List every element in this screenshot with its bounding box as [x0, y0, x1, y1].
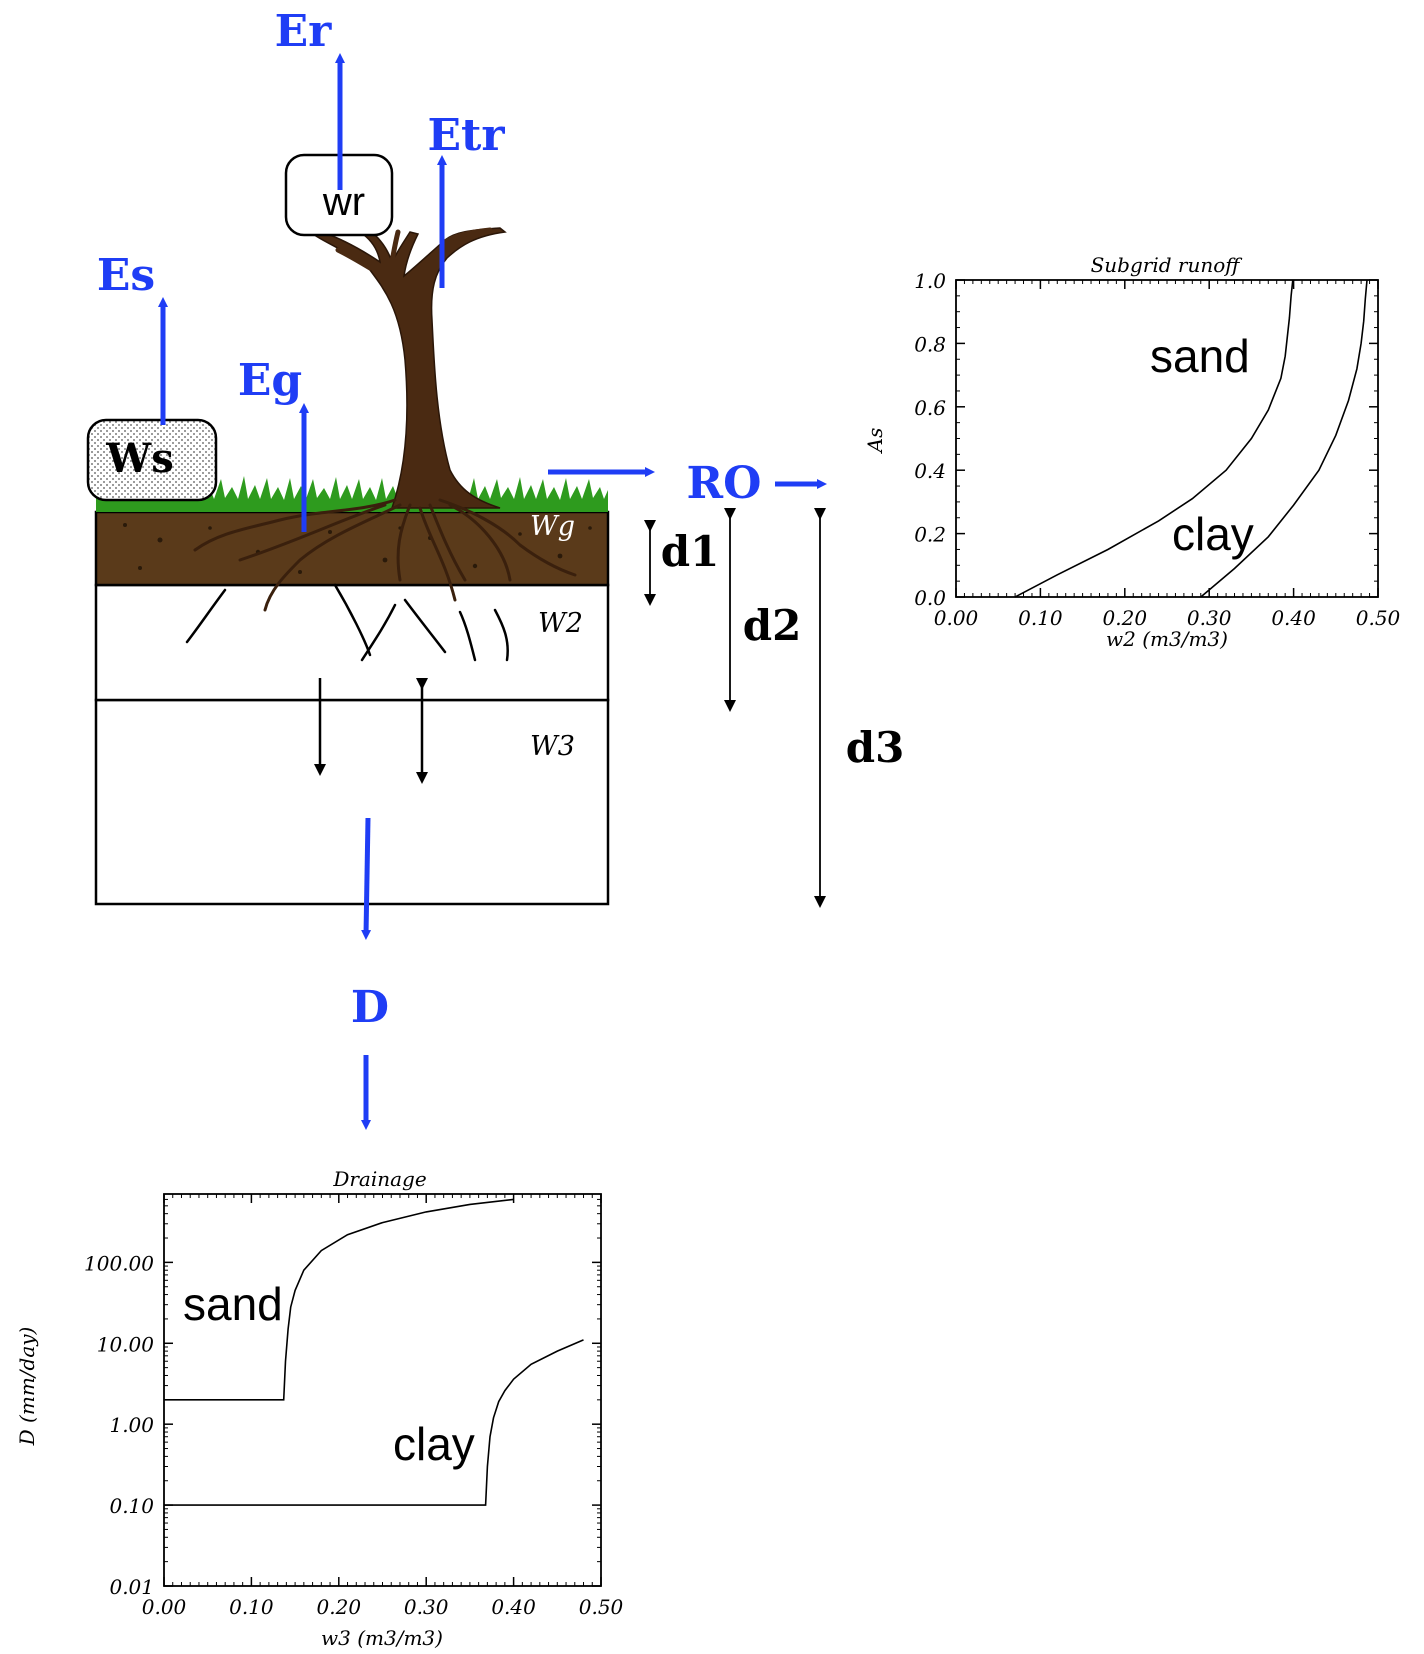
interception-reservoir: wr: [284, 153, 394, 237]
chart1-xtick-label: 0.00: [934, 606, 979, 630]
chart1-ytick-label: 0.8: [914, 332, 946, 356]
chart1-lines: [1014, 279, 1368, 598]
er-label: Er: [275, 6, 333, 57]
chart1-title: Subgrid runoff: [1091, 253, 1244, 277]
chart2-xtick-label: 0.10: [229, 1595, 274, 1619]
chart2-ytick-label: 0.01: [109, 1575, 154, 1599]
chart1-xtick-label: 0.20: [1103, 606, 1148, 630]
flux-arrows: [158, 53, 827, 1130]
ws-label: Ws: [105, 435, 173, 482]
soil-exchange-arrows: [314, 678, 428, 784]
tree: [185, 227, 577, 662]
chart1-xtick-label: 0.50: [1356, 606, 1401, 630]
chart2-ylabel: D (mm/day): [15, 1327, 39, 1447]
chart2-series-0: [164, 1198, 514, 1401]
chart1-xlabel: w2 (m3/m3): [1106, 627, 1228, 651]
tree-trunk: [314, 227, 507, 509]
chart1-ytick-label: 0.4: [914, 459, 946, 483]
d3-label: d3: [846, 723, 905, 772]
chart1-series-0: [1014, 279, 1294, 598]
chart2-xtick-label: 0.00: [142, 1595, 187, 1619]
chart2-lines: [164, 1198, 584, 1506]
chart2-ytick-label: 10.00: [97, 1332, 155, 1356]
es-label: Es: [97, 250, 155, 301]
deep-roots: [185, 583, 509, 662]
chart1-series-1: [1200, 279, 1368, 598]
chart2-title: Drainage: [332, 1167, 426, 1191]
wg-label: Wg: [530, 511, 575, 542]
chart2-frame: [163, 1193, 602, 1587]
chart2-xtick-label: 0.40: [491, 1595, 536, 1619]
tree-branches: [335, 227, 493, 271]
d2-label: d2: [743, 601, 802, 650]
snow-reservoir: Ws: [86, 418, 218, 502]
eg-label: Eg: [238, 355, 302, 406]
layer-w3: [94, 698, 610, 906]
chart1-ytick-label: 0.2: [914, 523, 946, 547]
chart2-series-1: [164, 1339, 584, 1506]
layer-w2: [94, 583, 610, 702]
chart2-ytick-label: 0.10: [109, 1494, 154, 1518]
ro-label: RO: [687, 458, 762, 509]
chart1-frame: [955, 279, 1379, 598]
chart2-sand-label: sand: [183, 1278, 283, 1330]
chart2-clay-label: clay: [393, 1418, 475, 1470]
d-label: D: [351, 982, 389, 1033]
chart1-ticks: 0.00 0.10 0.20 0.30 0.40 0.50 0.0 0.2 0.4 0.6 0.8 1…: [914, 269, 1400, 630]
wr-label: wr: [322, 180, 365, 224]
tree-roots: [193, 498, 577, 612]
chart1-ytick-label: 0.6: [914, 396, 946, 420]
chart1-xtick-label: 0.30: [1187, 606, 1232, 630]
chart1-sand-label: sand: [1150, 330, 1250, 382]
chart2-xtick-label: 0.20: [317, 1595, 362, 1619]
chart2-xtick-label: 0.50: [579, 1595, 624, 1619]
chart1-ytick-label: 1.0: [914, 269, 946, 293]
w2-label: W2: [538, 608, 583, 639]
drainage-arrow-1: [361, 817, 372, 940]
chart1-ylabel: As: [863, 428, 887, 455]
w3-label: W3: [530, 731, 575, 762]
etr-label: Etr: [427, 110, 505, 161]
chart2-ytick-label: 100.00: [84, 1251, 154, 1275]
chart-drainage: Drainage 0.00 0.10 0.20 0.30 0.40 0.50 0.01 0.1…: [15, 1167, 624, 1650]
chart1-clay-label: clay: [1172, 508, 1254, 560]
chart1-xtick-label: 0.40: [1271, 606, 1316, 630]
depth-markers: [644, 508, 826, 908]
chart2-ticks: 0.00 0.10 0.20 0.30 0.40 0.50 0.01 0.10 1.00 10.0…: [84, 1193, 624, 1619]
chart1-xtick-label: 0.10: [1018, 606, 1063, 630]
chart1-ytick-label: 0.0: [914, 586, 946, 610]
chart2-xtick-label: 0.30: [404, 1595, 449, 1619]
chart2-ytick-label: 1.00: [109, 1413, 154, 1437]
chart2-xlabel: w3 (m3/m3): [321, 1626, 443, 1650]
d1-label: d1: [661, 527, 720, 576]
